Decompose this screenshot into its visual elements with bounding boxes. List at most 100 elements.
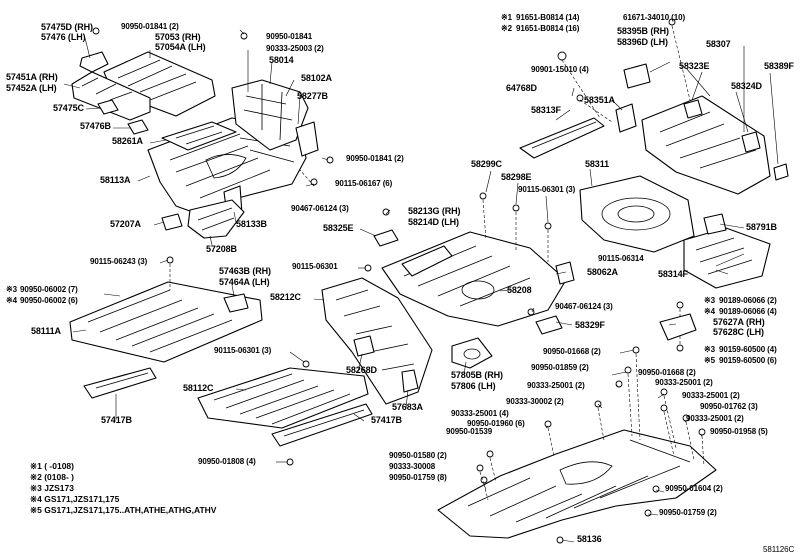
note-mark-4b-label: ※4 — [704, 307, 715, 316]
callout-57683a: 57683A — [392, 402, 423, 412]
callout-90950-01668-2: 90950-01668 (2) — [543, 347, 601, 356]
note-line-1: ※1 ( -0108) — [30, 461, 74, 471]
callout-90950-01958: 90950-01958 (5) — [710, 427, 768, 436]
part-58014-crossmember — [231, 79, 309, 151]
callout-91651-b0814-14: 91651-B0814 (14) — [516, 13, 580, 22]
callout-57805b: 57805B (RH) — [451, 370, 503, 380]
callout-57417b-b: 57417B — [371, 415, 402, 425]
part-58791b-bracket — [703, 213, 727, 235]
part-58313f-crossmember — [519, 117, 605, 159]
part-57207a-pad — [161, 213, 183, 231]
callout-58351a: 58351A — [584, 95, 615, 105]
part-58389f-clip — [773, 163, 789, 181]
callout-57451a: 57451A (RH) — [6, 72, 58, 82]
callout-61671-34010: 61671-34010 (10) — [623, 13, 686, 22]
part-58351a-bracket — [615, 103, 637, 133]
figure-code: 581126C — [763, 545, 795, 554]
callout-90333-25001-2b: 90333-25001 (2) — [655, 378, 713, 387]
callout-90950-01759-8: 90950-01759 (8) — [389, 473, 447, 482]
callout-58111a: 58111A — [31, 326, 61, 336]
callout-57464a: 57464A (LH) — [219, 277, 270, 287]
note-mark-3-label: ※3 — [6, 285, 17, 294]
callout-58307: 58307 — [706, 39, 731, 49]
part-58111a-floor-panel — [69, 281, 263, 363]
callout-58329f: 58329F — [575, 320, 605, 330]
callout-90950-01668-2b: 90950-01668 (2) — [638, 368, 696, 377]
callout-90467-06124-3: 90467-06124 (3) — [291, 204, 349, 213]
part-58314f-panel — [683, 227, 771, 289]
callout-90189-06066-2: 90189-06066 (2) — [719, 296, 777, 305]
callout-58324d: 58324D — [731, 81, 762, 91]
callout-90950-01808: 90950-01808 (4) — [198, 457, 256, 466]
part-58323e-bracket — [683, 99, 703, 119]
callout-58112c: 58112C — [183, 383, 214, 393]
callout-90950-01960: 90950-01960 (6) — [467, 419, 525, 428]
callout-57628c: 57628C (LH) — [713, 327, 764, 337]
callout-58277b: 58277B — [297, 91, 328, 101]
callout-57806: 57806 (LH) — [451, 381, 496, 391]
part-57417b-sill-b — [271, 403, 373, 447]
callout-58102a: 58102A — [301, 73, 332, 83]
leader-lines — [63, 29, 779, 543]
callout-58214d: 58214D (LH) — [408, 217, 459, 227]
part-58324d-bracket — [741, 131, 761, 153]
callout-58299c: 58299C — [471, 159, 502, 169]
callout-90333-25001-4: 90333-25001 (4) — [451, 409, 509, 418]
callout-90950-01859: 90950-01859 (2) — [531, 363, 589, 372]
callout-58395b: 58395B (RH) — [617, 26, 669, 36]
callout-58113a: 58113A — [100, 175, 131, 185]
callout-58268d: 58268D — [346, 365, 377, 375]
callout-57476: 57476 (LH) — [41, 32, 86, 42]
note-line-4: ※4 GS171,JZS171,175 — [30, 494, 120, 504]
callout-57475d: 57475D (RH) — [41, 22, 93, 32]
callout-58389f: 58389F — [764, 61, 794, 71]
callout-90115-06167: 90115-06167 (6) — [335, 179, 393, 188]
callout-90189-06066-4: 90189-06066 (4) — [719, 307, 777, 316]
part-58329f-pad — [535, 315, 563, 335]
callout-58311: 58311 — [585, 159, 610, 169]
callout-90159-60500-4: 90159-60500 (4) — [719, 345, 777, 354]
part-57475c-pad — [97, 99, 119, 115]
callout-90333-25001-2: 90333-25001 (2) — [527, 381, 585, 390]
note-mark-3b-label: ※3 — [704, 296, 715, 305]
callout-64768d: 64768D — [506, 83, 537, 93]
part-58213g-bracket — [401, 245, 453, 277]
callout-57207a: 57207A — [110, 219, 141, 229]
note-mark-5-label: ※5 — [704, 356, 715, 365]
callout-90901-15010: 90901-15010 (4) — [531, 65, 589, 74]
callout-90950-01604: 90950-01604 (2) — [665, 484, 723, 493]
part-57683a-bracket — [401, 369, 419, 393]
callout-90950-01841: 90950-01841 — [266, 32, 313, 41]
callout-57452a: 57452A (LH) — [6, 83, 57, 93]
callout-90950-01759-2: 90950-01759 (2) — [659, 508, 717, 517]
callout-58213g: 58213G (RH) — [408, 206, 461, 216]
note-mark-4-label: ※4 — [6, 296, 17, 305]
callout-58261a: 58261A — [112, 136, 143, 146]
callout-58298e: 58298E — [501, 172, 532, 182]
callout-57463b: 57463B (RH) — [219, 266, 271, 276]
callout-90950-01841-2: 90950-01841 (2) — [121, 22, 179, 31]
callout-58136: 58136 — [577, 534, 602, 544]
part-58325e-pad — [373, 229, 399, 247]
callout-90467-06124-3b: 90467-06124 (3) — [555, 302, 613, 311]
part-57417b-sill-a — [83, 367, 157, 399]
callout-90333-30002: 90333-30002 (2) — [506, 397, 564, 406]
callout-58014: 58014 — [269, 55, 294, 65]
callout-90333-25001-2c: 90333-25001 (2) — [682, 391, 740, 400]
callout-57475c: 57475C — [53, 103, 84, 113]
callout-90950-06002-7: 90950-06002 (7) — [20, 285, 78, 294]
part-58395b-bracket — [623, 63, 651, 89]
assembly-dashed-lines — [169, 25, 705, 501]
callout-90115-06314: 90115-06314 — [598, 254, 644, 263]
callout-58208: 58208 — [507, 285, 532, 295]
callout-90950-01841-2b: 90950-01841 (2) — [346, 154, 404, 163]
note-line-2: ※2 (0108- ) — [30, 472, 74, 482]
note-line-3: ※3 JZS173 — [30, 483, 74, 493]
callout-57054a: 57054A (LH) — [155, 42, 206, 52]
part-58277b-bracket — [295, 121, 319, 157]
callout-58314f: 58314F — [658, 269, 688, 279]
part-57475d-bracket — [79, 51, 109, 73]
callout-58325e: 58325E — [323, 223, 354, 233]
callout-57627a: 57627A (RH) — [713, 317, 765, 327]
